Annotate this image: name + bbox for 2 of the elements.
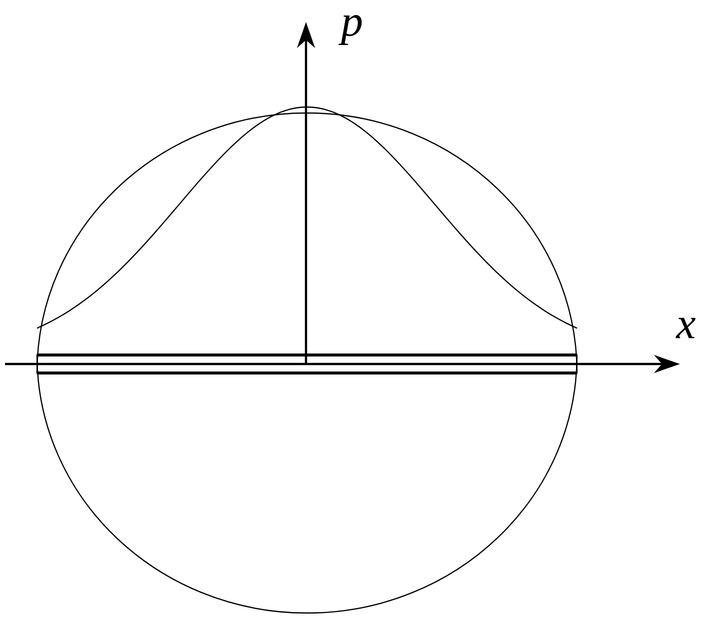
axis-label: x — [676, 318, 696, 338]
axis-label: p — [338, 14, 362, 46]
